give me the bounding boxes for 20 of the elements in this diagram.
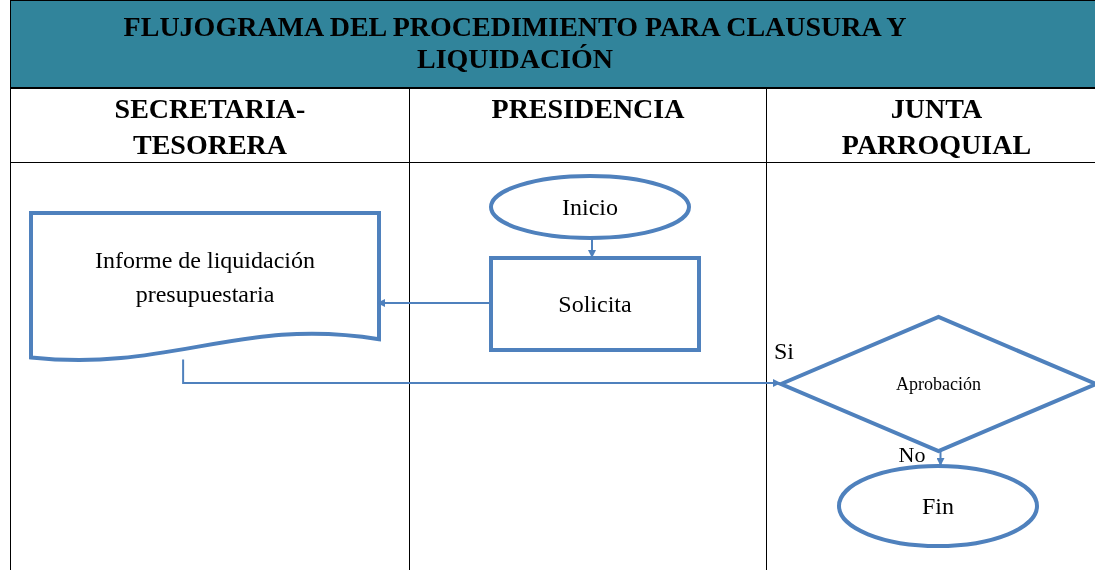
node-label: Aprobación xyxy=(896,373,981,396)
terminal-ellipse xyxy=(839,466,1037,546)
document-shape xyxy=(31,213,379,365)
lane-header: JUNTA PARROQUIAL xyxy=(767,89,1095,163)
swimlane xyxy=(766,88,1095,570)
lane-header: SECRETARIA- TESORERA xyxy=(11,89,409,163)
edge-label: No xyxy=(898,442,926,468)
node-label: Solicita xyxy=(558,290,632,319)
arrow xyxy=(936,449,945,466)
arrow xyxy=(182,358,781,387)
node-label: Informe de liquidación presupuestaria xyxy=(94,246,316,309)
title-band: FLUJOGRAMA DEL PROCEDIMIENTO PARA CLAUSURA Y LIQUIDACIÓN xyxy=(10,0,1095,88)
node-label: Inicio xyxy=(562,193,618,222)
swimlane xyxy=(10,88,409,570)
swimlane xyxy=(409,88,766,570)
branch-label: Si xyxy=(774,338,794,365)
lane-header: PRESIDENCIA xyxy=(410,89,766,163)
terminal-ellipse xyxy=(491,176,689,238)
process-box xyxy=(491,258,699,350)
node-label: Fin xyxy=(922,492,954,521)
